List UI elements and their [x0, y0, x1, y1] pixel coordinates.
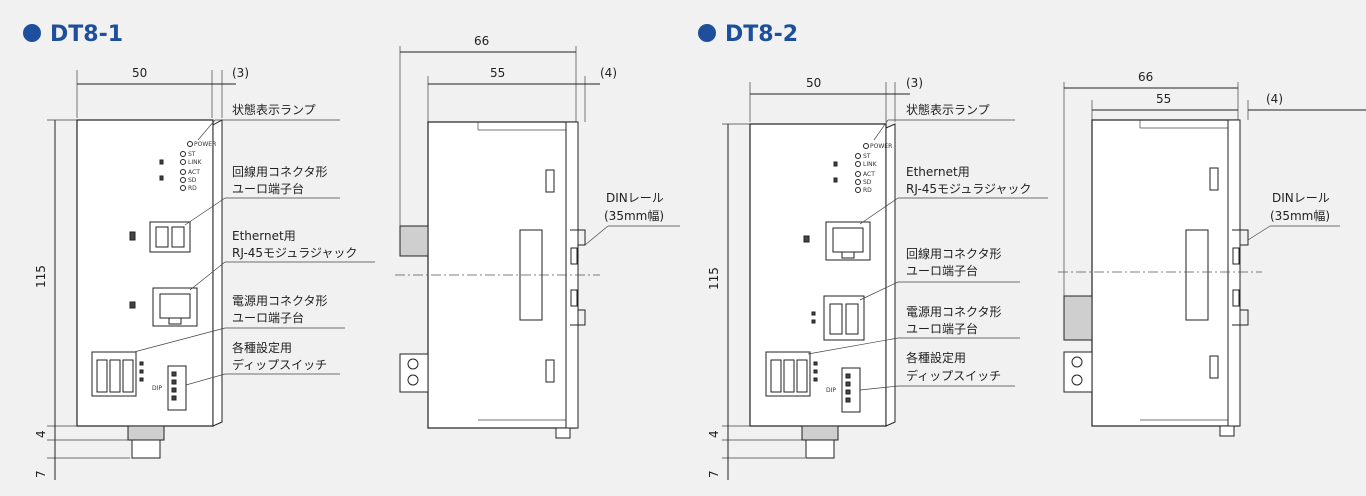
dt8-2-side-offset-dim: (4)	[1266, 92, 1283, 106]
dt8-1-label-line-conn-1: 回線用コネクタ形	[232, 164, 328, 179]
svg-text:SD: SD	[863, 179, 872, 186]
dt8-1-label-status-lamp: 状態表示ランプ	[232, 102, 316, 117]
dt8-2-side-total-dim: 66	[1138, 70, 1153, 84]
dt8-2-label-line-conn-2: ユーロ端子台	[906, 263, 978, 278]
dt8-1-label-ether-2: RJ-45モジュラジャック	[232, 246, 357, 260]
dt8-1-dip-switch-icon: DIP	[152, 365, 187, 411]
dt8-1-title: DT8-1	[50, 22, 123, 47]
dt8-2-rj45-jack-icon	[803, 221, 871, 261]
svg-text:SD: SD	[188, 177, 197, 184]
dt8-2-label-din-2: (35mm幅)	[1270, 208, 1330, 223]
dt8-2-din-rail-icon	[1232, 229, 1249, 326]
dt8-1-bottom-clip	[127, 425, 165, 441]
dt8-1-bullet-icon	[23, 24, 41, 42]
dt8-2-offset-dim: (3)	[906, 76, 923, 90]
dt8-1-label-din-1: DINレール	[606, 191, 664, 205]
dt8-1-side-offset-dim: (4)	[600, 66, 617, 80]
dt8-2-label-ether-2: RJ-45モジュラジャック	[906, 182, 1031, 196]
dt8-2-status-lamp-icon: POWER ST LINK ACT SD RD	[833, 143, 892, 194]
dt8-2-label-status-lamp: 状態表示ランプ	[906, 102, 990, 117]
dt8-1-power-terminal-icon	[91, 351, 144, 397]
dt8-1-offset-dim: (3)	[232, 66, 249, 80]
dt8-1-bottom-dim-b: 7	[34, 470, 48, 478]
dt8-1-group: DT8-1 50 (3) 115 4 7 POWER	[23, 22, 680, 480]
dt8-2-group: DT8-2 50 (3) 115 4 7 POWER ST	[698, 22, 1366, 480]
dt8-1-line-terminal-icon	[129, 221, 191, 253]
dt8-1-side-terminal-icon	[399, 353, 429, 393]
dt8-2-bullet-icon	[698, 24, 716, 42]
dt8-1-din-rail-icon	[570, 229, 586, 326]
dt8-2-bottom-clip	[801, 425, 839, 441]
dt8-2-label-power-1: 電源用コネクタ形	[906, 305, 1002, 319]
dt8-1-side-total-dim: 66	[474, 34, 489, 48]
svg-text:RD: RD	[188, 185, 197, 192]
svg-text:POWER: POWER	[194, 141, 216, 148]
dt8-2-label-ether-1: Ethernet用	[906, 165, 970, 179]
svg-text:ST: ST	[863, 153, 871, 160]
dt8-1-label-power-2: ユーロ端子台	[232, 310, 304, 325]
svg-text:LINK: LINK	[188, 159, 203, 166]
dt8-1-label-line-conn-2: ユーロ端子台	[232, 181, 304, 196]
dt8-2-label-dip-2: ディップスイッチ	[906, 368, 1001, 383]
svg-text:ST: ST	[188, 151, 196, 158]
dt8-2-power-terminal-icon	[765, 351, 818, 397]
dt8-1-bottom-dim-a: 4	[34, 430, 48, 438]
dt8-1-side-body-dim: 55	[490, 66, 505, 80]
dt8-1-label-ether-1: Ethernet用	[232, 229, 296, 243]
dt8-2-side-body-dim: 55	[1156, 92, 1171, 106]
dt8-1-height-dim: 115	[34, 265, 48, 288]
svg-text:POWER: POWER	[870, 143, 892, 150]
dt8-2-label-dip-1: 各種設定用	[906, 350, 966, 365]
dt8-2-label-line-conn-1: 回線用コネクタ形	[906, 246, 1002, 261]
dt8-2-bottom-dim-a: 4	[707, 430, 721, 438]
dt8-1-label-dip-1: 各種設定用	[232, 340, 292, 355]
dt8-2-side-rj45	[1063, 295, 1093, 341]
dt8-2-height-dim: 115	[707, 267, 721, 290]
dt8-1-width-dim: 50	[132, 66, 147, 80]
dt8-1-status-lamp-icon: POWER ST LINK ACT SD RD	[159, 141, 216, 192]
dt8-2-bottom-dim-b: 7	[707, 470, 721, 478]
dt8-2-title: DT8-2	[725, 22, 798, 47]
dt8-1-label-dip-2: ディップスイッチ	[232, 357, 327, 372]
dt8-1-label-power-1: 電源用コネクタ形	[232, 294, 328, 308]
svg-text:DIP: DIP	[826, 387, 836, 394]
dt8-1-label-din-2: (35mm幅)	[604, 208, 664, 223]
dt8-2-label-power-2: ユーロ端子台	[906, 321, 978, 336]
dt8-2-label-din-1: DINレール	[1272, 191, 1330, 205]
svg-text:RD: RD	[863, 187, 872, 194]
svg-text:ACT: ACT	[863, 171, 875, 178]
dt8-2-line-terminal-icon	[811, 295, 865, 341]
svg-text:LINK: LINK	[863, 161, 878, 168]
dt8-2-width-dim: 50	[806, 76, 821, 90]
svg-text:DIP: DIP	[152, 385, 162, 392]
svg-text:ACT: ACT	[188, 169, 200, 176]
dt8-1-side-rj45	[399, 225, 429, 257]
dt8-1-rj45-jack-icon	[129, 287, 198, 327]
dt8-2-side-body	[1091, 119, 1239, 427]
dt8-2-side-terminal-icon	[1063, 351, 1093, 393]
